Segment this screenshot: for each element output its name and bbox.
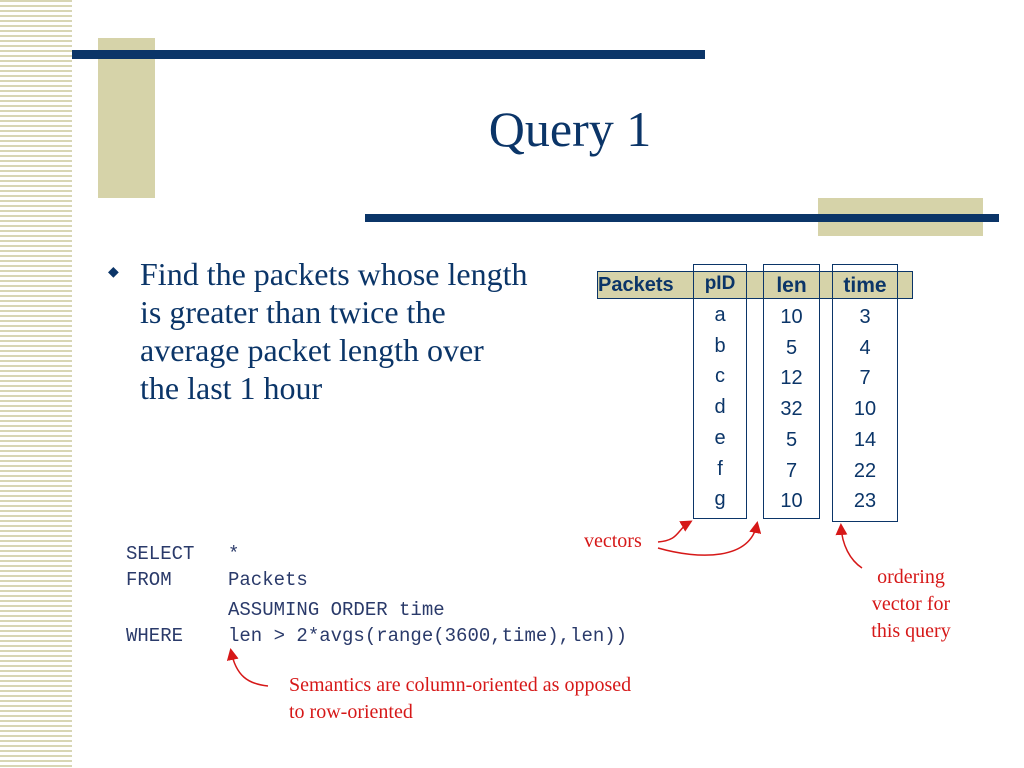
column-header-time: time [843, 274, 887, 297]
column-pid [693, 264, 747, 519]
slide-title: Query 1 [488, 101, 652, 157]
column-header-pid: pID [704, 273, 736, 294]
sql-select-keyword: SELECT [126, 543, 195, 565]
column-values-pid: a b c d e f g [714, 304, 726, 511]
diamond-bullet-icon: ◆ [108, 264, 119, 280]
sql-select-value: * [228, 543, 240, 565]
arrow-to-time-column [835, 523, 863, 569]
column-values-time: 3 4 7 10 14 22 23 [853, 306, 877, 513]
sql-from-value: Packets [228, 569, 308, 591]
column-len [763, 264, 820, 519]
annotation-vectors: vectors [584, 530, 642, 552]
annotation-ordering-vector: ordering vector for this query [871, 566, 951, 642]
decorative-stripes [0, 0, 72, 768]
arrow-to-pid-column [657, 520, 693, 543]
sql-assuming-clause: ASSUMING ORDER time [228, 599, 445, 621]
table-header-band [597, 271, 913, 299]
sql-where-keyword: WHERE [126, 625, 184, 647]
decorative-box-left [98, 38, 155, 198]
top-rule [72, 50, 705, 59]
arrow-to-len-expression [226, 648, 269, 687]
arrow-to-len-column [657, 521, 762, 556]
column-header-len: len [776, 274, 807, 297]
column-values-len: 10 5 12 32 5 7 10 [780, 306, 803, 513]
sql-where-value: len > 2*avgs(range(3600,time),len)) [228, 625, 628, 647]
bottom-rule [365, 214, 999, 222]
sql-from-keyword: FROM [126, 569, 172, 591]
annotation-semantics: Semantics are column-oriented as opposed… [289, 674, 632, 723]
column-time [832, 264, 898, 522]
bullet-text: Find the packets whose length is greater… [140, 256, 528, 406]
table-name: Packets [598, 274, 674, 296]
